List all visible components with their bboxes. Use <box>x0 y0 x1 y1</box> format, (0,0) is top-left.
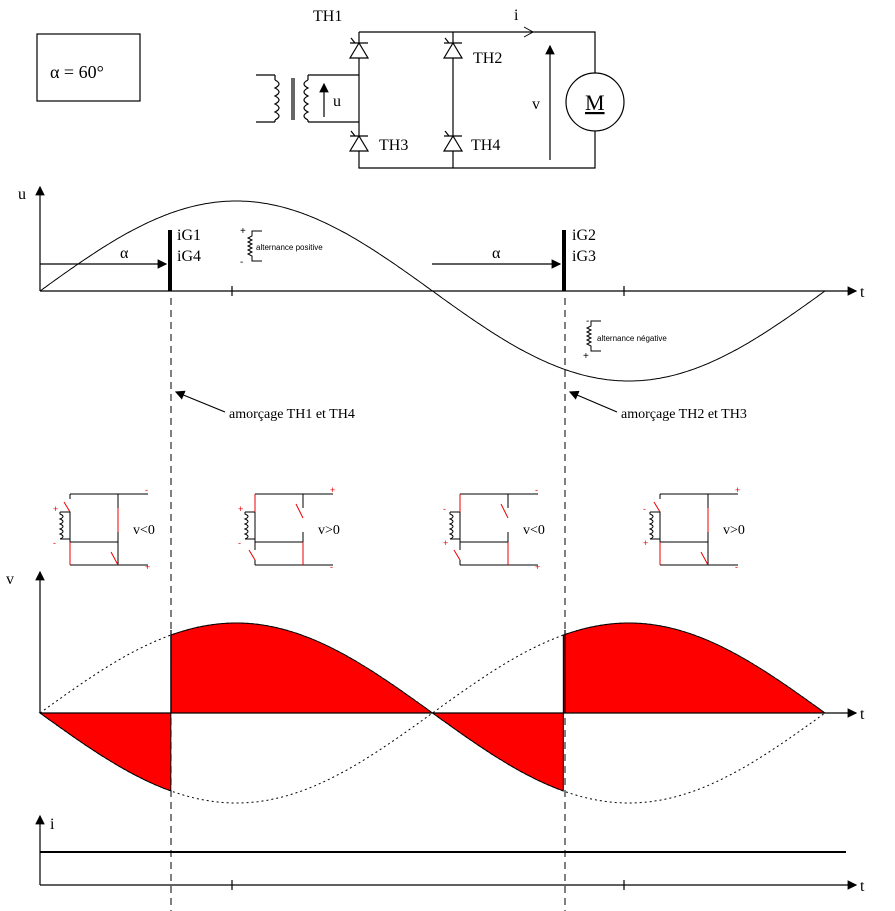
state-circuit-1: + - - + v<0 <box>53 485 155 572</box>
gate-ig2: iG2 <box>572 227 596 244</box>
state-circuit-4: - + + - v>0 <box>643 485 745 572</box>
svg-text:+: + <box>735 485 740 495</box>
label-v: v <box>532 96 540 113</box>
conduction-states: + - - + v<0 + - + - v>0 - + - + v<0 - + + - v>0 <box>53 485 745 572</box>
positive-half-label: alternance positive <box>256 243 323 252</box>
svg-text:-: - <box>535 485 538 495</box>
svg-text:+: + <box>443 538 448 548</box>
i-axis-label: i <box>50 816 55 833</box>
state-label: v<0 <box>133 523 155 538</box>
svg-text:-: - <box>53 538 56 548</box>
thyristor-th3-icon <box>348 130 370 152</box>
alpha-label-1: α <box>120 245 129 262</box>
gate-ig4: iG4 <box>177 248 201 265</box>
svg-text:-: - <box>240 257 243 268</box>
label-th4: TH4 <box>471 137 500 154</box>
svg-text:-: - <box>735 562 738 572</box>
state-label: v>0 <box>318 523 340 538</box>
svg-text:+: + <box>643 538 648 548</box>
u-plot: u t α α iG1 iG4 iG2 iG3 + - alternance p… <box>18 185 865 382</box>
svg-text:-: - <box>238 538 241 548</box>
svg-text:+: + <box>240 226 246 237</box>
bridge-circuit <box>256 31 625 169</box>
label-th3: TH3 <box>379 137 408 154</box>
thyristor-th2-icon <box>442 37 464 59</box>
svg-text:+: + <box>583 351 589 362</box>
i-t-label: t <box>860 878 865 895</box>
thyristor-th1-icon <box>348 37 370 59</box>
i-plot: i t <box>35 814 865 895</box>
label-u: u <box>333 93 341 110</box>
svg-text:-: - <box>330 562 333 572</box>
v-plot: v t <box>6 570 865 804</box>
u-t-label: t <box>860 284 865 301</box>
svg-text:+: + <box>330 485 335 495</box>
motor-label: M <box>585 90 605 115</box>
label-i: i <box>514 7 519 24</box>
label-th1: TH1 <box>313 8 342 25</box>
firing-annotation-1: amorçage TH1 et TH4 <box>229 407 355 422</box>
thyristor-th4-icon <box>442 130 464 152</box>
svg-text:+: + <box>145 562 150 572</box>
svg-text:+: + <box>53 504 58 514</box>
v-t-label: t <box>860 706 865 723</box>
gate-ig1: iG1 <box>177 227 201 244</box>
motor-icon <box>565 72 625 132</box>
firing-annotation-2: amorçage TH2 et TH3 <box>621 407 747 422</box>
svg-text:-: - <box>586 316 589 327</box>
thyristors <box>348 37 464 152</box>
state-label: v<0 <box>523 523 545 538</box>
svg-text:-: - <box>145 485 148 495</box>
alpha-label-2: α <box>492 245 501 262</box>
state-circuit-2: + - + - v>0 <box>238 485 340 572</box>
gate-ig3: iG3 <box>572 248 596 265</box>
alpha-box <box>36 33 141 102</box>
svg-text:+: + <box>238 504 243 514</box>
v-axis-label: v <box>6 571 14 588</box>
state-circuit-3: - + - + v<0 <box>443 485 545 572</box>
svg-text:+: + <box>535 562 540 572</box>
negative-half-label: alternance négative <box>597 334 667 343</box>
svg-text:-: - <box>443 504 446 514</box>
alpha-value: α = 60° <box>50 62 104 82</box>
u-axis-label: u <box>18 186 26 203</box>
label-th2: TH2 <box>473 50 502 67</box>
state-label: v>0 <box>723 523 745 538</box>
svg-text:-: - <box>643 504 646 514</box>
